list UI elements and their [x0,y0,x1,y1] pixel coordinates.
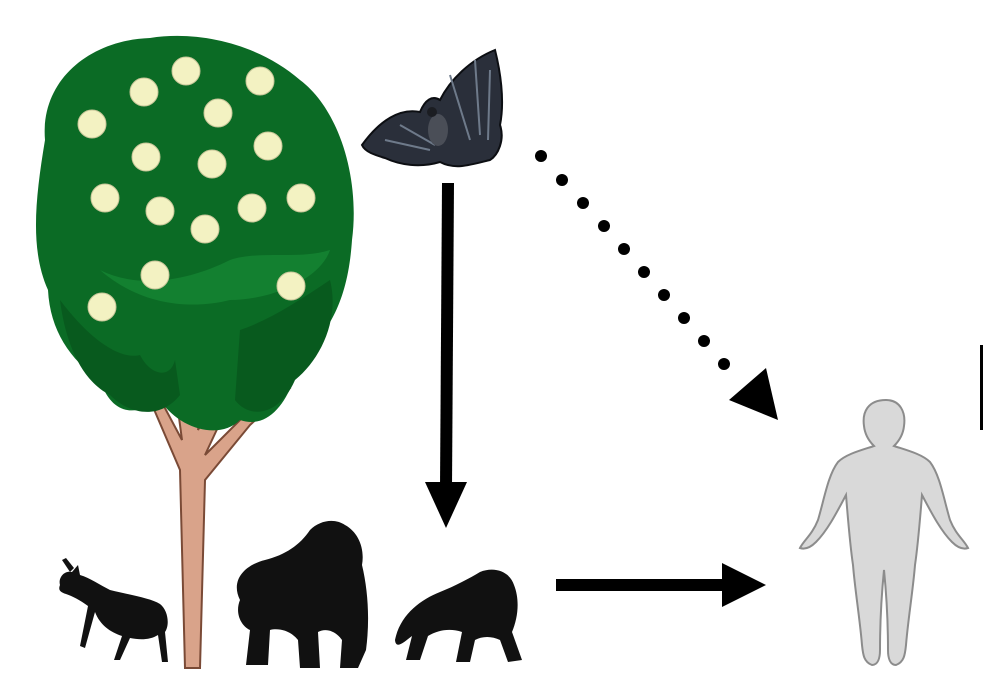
arrow-head [425,482,467,528]
fruit [130,78,158,106]
gorilla-body [237,521,368,668]
chimpanzee-icon [395,570,522,662]
bat-torso [428,114,448,146]
fruit [172,57,200,85]
human-silhouette [800,400,968,665]
fruit [146,197,174,225]
arrow-dot [535,150,547,162]
arrow-shaft [446,183,448,488]
antelope-horn [62,558,74,572]
fruit [204,99,232,127]
fruit [88,293,116,321]
bat-head [427,107,437,117]
gorilla-icon [237,521,368,668]
antelope-icon [59,558,168,662]
fruit [91,184,119,212]
arrow-dot [577,197,589,209]
arrow-dot [718,358,730,370]
arrow-head [722,563,766,607]
arrow-dot [698,335,710,347]
fruit [287,184,315,212]
fruit [198,150,226,178]
fruit [78,110,106,138]
fruit [238,194,266,222]
fruit [246,67,274,95]
arrow-dot [556,174,568,186]
arrow-bat-to-human-dotted [535,150,778,420]
antelope-body [59,565,168,662]
arrow-dot [618,243,630,255]
fruit [132,143,160,171]
fruit [277,272,305,300]
bat-icon [362,50,502,166]
human-icon [800,400,968,665]
arrow-dot [598,220,610,232]
fruit [191,215,219,243]
arrow-head [729,368,778,420]
arrow-dot [678,312,690,324]
arrow-chimpanzee-to-human [556,563,766,607]
arrow-bat-to-chimpanzee [425,183,467,528]
fruit [141,261,169,289]
chimpanzee-body [395,570,522,662]
fruit [254,132,282,160]
arrow-dot [638,266,650,278]
arrow-dot [658,289,670,301]
